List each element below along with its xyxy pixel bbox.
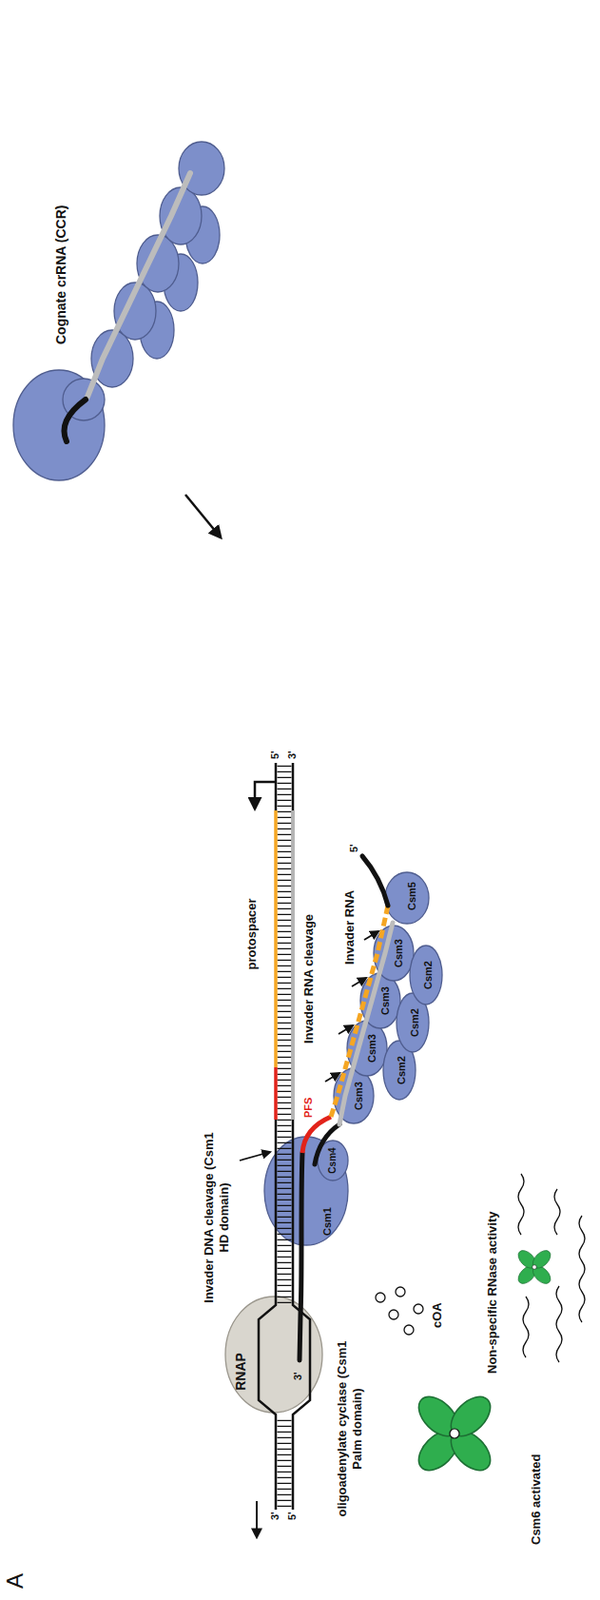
activity-label: Invader RNA cleavage xyxy=(301,913,317,1044)
node-label: Csm1 xyxy=(321,1206,334,1236)
molecule-label: cOA xyxy=(429,1301,446,1328)
protospacer-segment xyxy=(273,810,278,1067)
cleavage-arrow xyxy=(338,1025,353,1034)
node-label: Csm3 xyxy=(366,1033,379,1063)
dna-strand xyxy=(258,1119,276,1510)
rna-fragment xyxy=(556,1285,562,1362)
node-label: Csm3 xyxy=(352,1081,366,1110)
protein-node: Csm2 xyxy=(408,944,444,1006)
dna-rungs xyxy=(277,764,292,1303)
nascent-rna xyxy=(299,1152,303,1360)
node-label: Csm2 xyxy=(408,1007,422,1037)
node-label: Csm2 xyxy=(395,1055,408,1084)
coa-molecules xyxy=(375,1286,424,1335)
protein-node: Csm5 xyxy=(384,870,430,925)
protein-node: RNAP xyxy=(224,1295,324,1413)
coa-circle xyxy=(388,1309,399,1319)
ccr-complex xyxy=(13,141,225,481)
region-label: protospacer xyxy=(244,897,260,969)
rna-tail xyxy=(362,855,388,906)
crrna-tag xyxy=(64,399,87,442)
coa-circle xyxy=(413,1303,424,1314)
coa-circle xyxy=(395,1286,406,1297)
node-label: Csm3 xyxy=(392,938,406,968)
strand-end: 3' xyxy=(269,1510,282,1520)
state-label: Csm6 activated xyxy=(528,1453,544,1545)
rna-label: Invader RNA xyxy=(342,890,358,965)
strand-end: 5' xyxy=(269,750,282,759)
rna-fragments xyxy=(518,1173,585,1362)
target-rna xyxy=(330,905,388,1117)
dna-strand xyxy=(274,762,278,811)
activity-label: Non-specific RNase activity xyxy=(484,1210,501,1374)
strand-end: 3' xyxy=(286,750,299,759)
coa-circle xyxy=(375,1292,386,1302)
crrna-tag xyxy=(314,1123,340,1164)
cleavage-arrow xyxy=(364,930,379,940)
rna-end: 5' xyxy=(348,843,361,852)
promoter-arrow xyxy=(254,781,275,809)
node-label: Csm2 xyxy=(422,960,435,989)
binding-arrow xyxy=(185,494,221,538)
csm6-small xyxy=(515,1246,555,1287)
dna-duplex xyxy=(258,762,310,1510)
strand-end: 5' xyxy=(286,1510,299,1520)
activity-label: Invader DNA cleavage (Csm1 HD domain) xyxy=(201,1126,232,1308)
activity-label: oligoadenylate cyclase (Csm1 Palm domain… xyxy=(334,1328,365,1529)
dna-rungs xyxy=(277,1414,292,1507)
node-label: Csm3 xyxy=(379,986,392,1015)
csm6-dimer xyxy=(411,1389,499,1478)
coa-circle xyxy=(404,1324,414,1335)
cleavage-arrow xyxy=(351,977,367,987)
rna-fragment xyxy=(518,1173,524,1235)
rna-end: 3' xyxy=(291,1371,305,1380)
rnap-ellipse xyxy=(225,1296,323,1413)
rna-fragment xyxy=(554,1188,561,1235)
rna-fragment xyxy=(579,1215,585,1322)
csm6-dimer xyxy=(515,1246,555,1287)
pfs-label: PFS xyxy=(302,1097,315,1118)
csm2-subunit xyxy=(409,945,443,1005)
pfs-segment xyxy=(273,1066,278,1120)
leader-arrow xyxy=(239,1151,271,1161)
node-label: Csm5 xyxy=(406,881,419,910)
panel-letter: A xyxy=(1,1572,30,1588)
node-label: Csm4 xyxy=(327,1146,339,1173)
complex-label: Cognate crRNA (CCR) xyxy=(53,205,70,345)
cleavage-arrow xyxy=(325,1072,340,1082)
csm5-subunit xyxy=(385,871,429,924)
node-label: RNAP xyxy=(232,1352,250,1391)
crrna xyxy=(87,173,191,397)
protospacer-complement xyxy=(290,810,295,1120)
transcription-arrow xyxy=(255,1500,258,1537)
rna-fragment xyxy=(522,1296,529,1357)
